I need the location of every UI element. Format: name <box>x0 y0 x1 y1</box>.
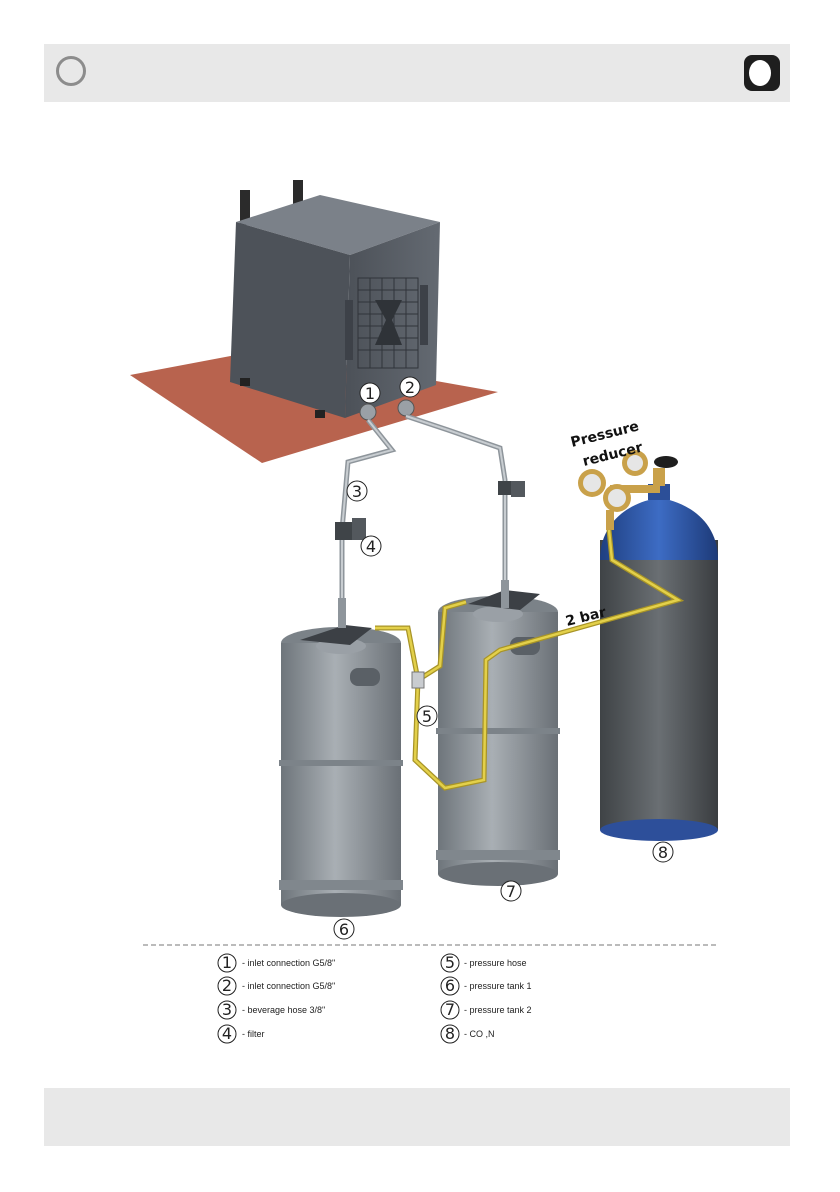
pressure-tank-1 <box>279 598 403 917</box>
legend-item: 6 - pressure tank 1 <box>441 976 532 995</box>
svg-text:- pressure tank 2: - pressure tank 2 <box>464 1005 532 1015</box>
svg-text:7: 7 <box>445 1000 455 1019</box>
legend-item: 1 - inlet connection G5/8" <box>218 953 335 972</box>
svg-text:7: 7 <box>506 882 516 901</box>
svg-text:- CO ,N: - CO ,N <box>464 1029 495 1039</box>
legend: 1 - inlet connection G5/8" 2 - inlet con… <box>218 953 532 1043</box>
svg-text:4: 4 <box>222 1024 232 1043</box>
legend-item: 3 - beverage hose 3/8" <box>218 1000 325 1019</box>
svg-text:2: 2 <box>222 976 232 995</box>
svg-text:5: 5 <box>422 707 432 726</box>
svg-text:- pressure hose: - pressure hose <box>464 958 527 968</box>
svg-text:6: 6 <box>339 920 349 939</box>
legend-item: 4 - filter <box>218 1024 265 1043</box>
legend-item: 7 - pressure tank 2 <box>441 1000 532 1019</box>
legend-item: 5 - pressure hose <box>441 953 527 972</box>
svg-text:2: 2 <box>405 378 415 397</box>
callout-2: 2 <box>400 377 420 397</box>
svg-text:6: 6 <box>445 976 455 995</box>
callout-8: 8 <box>653 842 673 862</box>
callout-7: 7 <box>501 881 521 901</box>
legend-item: 2 - inlet connection G5/8" <box>218 976 335 995</box>
svg-text:- pressure tank 1: - pressure tank 1 <box>464 981 532 991</box>
svg-text:8: 8 <box>445 1024 455 1043</box>
svg-text:3: 3 <box>352 482 362 501</box>
callout-4: 4 <box>361 536 381 556</box>
svg-text:- filter: - filter <box>242 1029 265 1039</box>
callout-5: 5 <box>417 706 437 726</box>
svg-text:- beverage hose 3/8": - beverage hose 3/8" <box>242 1005 325 1015</box>
svg-text:1: 1 <box>365 384 375 403</box>
legend-item: 8 - CO ,N <box>441 1024 495 1043</box>
footer-bar <box>44 1088 790 1146</box>
svg-text:4: 4 <box>366 537 376 556</box>
svg-text:3: 3 <box>222 1000 232 1019</box>
beverage-hose-lines <box>342 416 505 600</box>
gas-bottle <box>578 450 718 841</box>
svg-text:1: 1 <box>222 953 232 972</box>
callout-1: 1 <box>360 383 380 403</box>
svg-text:8: 8 <box>658 843 668 862</box>
pressure-tank-2 <box>436 580 560 886</box>
svg-text:- inlet connection G5/8": - inlet connection G5/8" <box>242 981 335 991</box>
callout-6: 6 <box>334 919 354 939</box>
svg-text:5: 5 <box>445 953 455 972</box>
svg-text:- inlet connection G5/8": - inlet connection G5/8" <box>242 958 335 968</box>
callout-3: 3 <box>347 481 367 501</box>
